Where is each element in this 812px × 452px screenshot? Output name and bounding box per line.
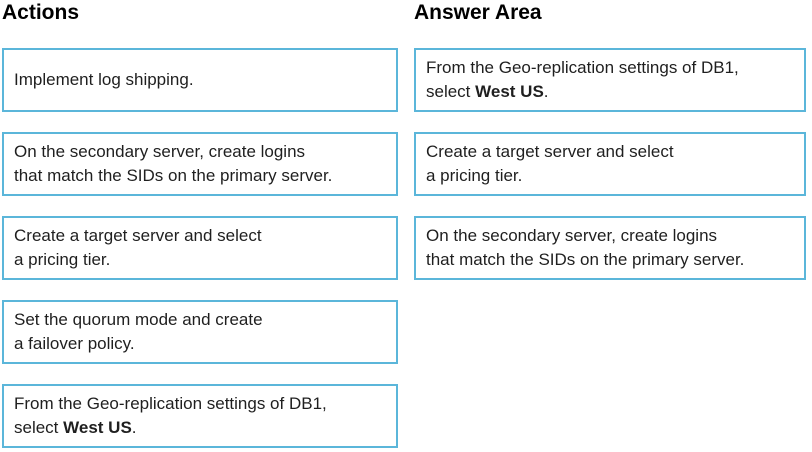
answer-area-card-list: From the Geo-replication settings of DB1… — [414, 48, 806, 300]
answer-area-title: Answer Area — [414, 1, 542, 24]
card-text-line: a pricing tier. — [14, 250, 111, 269]
card-text-line: that match the SIDs on the primary serve… — [426, 250, 745, 269]
answer-card-geo-replication[interactable]: From the Geo-replication settings of DB1… — [414, 48, 806, 112]
action-card-geo-replication[interactable]: From the Geo-replication settings of DB1… — [2, 384, 398, 448]
answer-card-create-logins[interactable]: On the secondary server, create logins th… — [414, 216, 806, 280]
actions-card-list: Implement log shipping. On the secondary … — [2, 48, 398, 452]
card-text-line: Create a target server and select — [14, 226, 262, 245]
actions-title: Actions — [2, 1, 80, 24]
card-text-line: Set the quorum mode and create — [14, 310, 263, 329]
action-card-create-target-server[interactable]: Create a target server and select a prici… — [2, 216, 398, 280]
card-text-line: From the Geo-replication settings of DB1… — [426, 58, 739, 77]
action-card-implement-log-shipping[interactable]: Implement log shipping. — [2, 48, 398, 112]
actions-column: Actions Implement log shipping. On the se… — [2, 0, 398, 448]
card-text-line: a failover policy. — [14, 334, 135, 353]
card-text-line: Create a target server and select — [426, 142, 674, 161]
answer-card-create-target-server[interactable]: Create a target server and select a prici… — [414, 132, 806, 196]
card-text-line: a pricing tier. — [426, 166, 523, 185]
card-text-line: From the Geo-replication settings of DB1… — [14, 394, 327, 413]
card-text-line: On the secondary server, create logins — [14, 142, 306, 161]
card-text-line: Implement log shipping. — [14, 70, 194, 89]
card-text-line: that match the SIDs on the primary serve… — [14, 166, 333, 185]
action-card-create-logins[interactable]: On the secondary server, create logins th… — [2, 132, 398, 196]
card-text-line: select West US. — [14, 418, 137, 437]
card-text-line: On the secondary server, create logins — [426, 226, 718, 245]
answer-area-column: Answer Area From the Geo-replication set… — [414, 0, 806, 280]
card-text-line: select West US. — [426, 82, 549, 101]
action-card-set-quorum-mode[interactable]: Set the quorum mode and create a failover… — [2, 300, 398, 364]
